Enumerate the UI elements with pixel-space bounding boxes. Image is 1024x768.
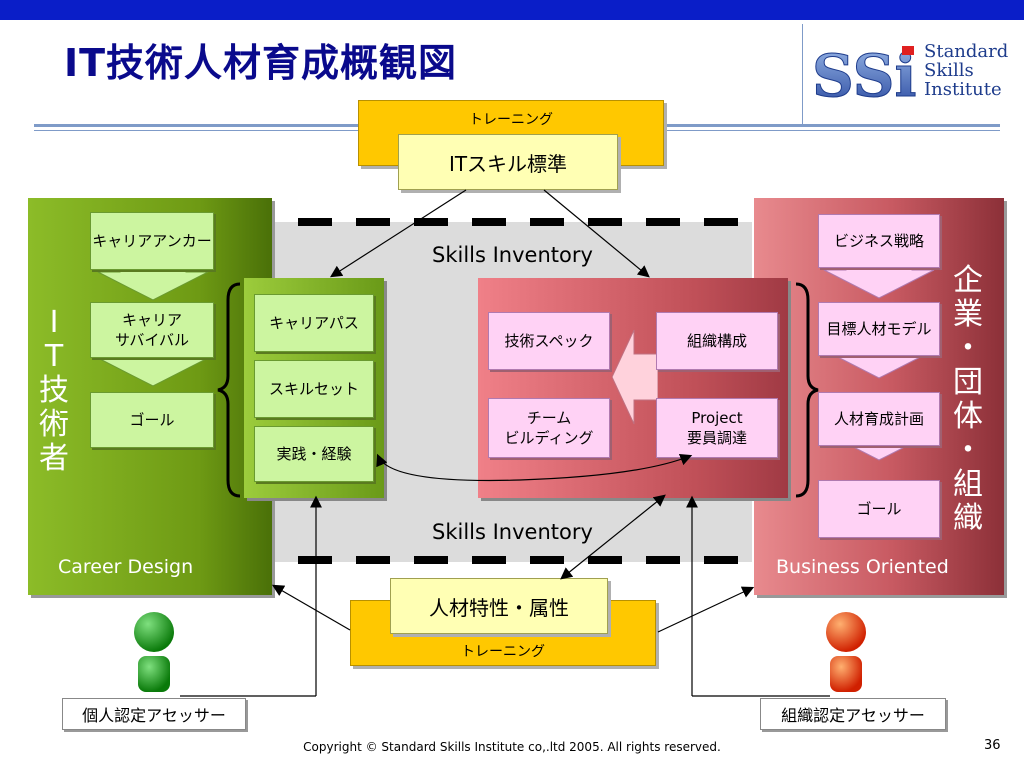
left-goal-box: ゴール <box>90 392 214 448</box>
organization-assessor-label: 組織認定アセッサー <box>760 698 946 730</box>
arrow-practice-project <box>376 453 693 482</box>
arrow-training-career-design <box>271 584 351 631</box>
ssi-logo-icon: SSi <box>812 42 918 103</box>
skill-set-box: スキルセット <box>254 360 374 418</box>
it-engineer-label-char: 術 <box>39 407 69 442</box>
business-oriented-caption: Business Oriented <box>776 556 949 578</box>
it-engineer-label-char: 者 <box>39 441 69 476</box>
arrow-standard-to-career <box>329 189 467 278</box>
right-goal-box: ゴール <box>818 480 940 538</box>
arrow-training-business <box>657 586 755 633</box>
tech-spec-box: 技術スペック <box>488 312 610 370</box>
organization-label-char: 体 <box>953 399 983 434</box>
talent-development-plan-box: 人材育成計画 <box>818 392 940 446</box>
skills-inventory-label-top: Skills Inventory <box>432 243 593 267</box>
person-red-icon <box>826 612 866 692</box>
arrow-attribute-org <box>560 494 666 580</box>
left-block-arrow-icon <box>612 330 658 424</box>
organization-vertical-label: 企業・団体・組織 <box>946 264 990 536</box>
it-engineer-label-char: T <box>44 339 64 374</box>
team-building-box: チーム ビルディング <box>488 398 610 458</box>
career-path-box: キャリアパス <box>254 294 374 352</box>
header-separator <box>802 24 803 126</box>
career-anchor-box: キャリアアンカー <box>90 212 214 270</box>
arrow-standard-to-org <box>543 189 650 278</box>
target-talent-model-box: 目標人材モデル <box>818 302 940 356</box>
practice-experience-box: 実践・経験 <box>254 426 374 482</box>
organization-label-char: ・ <box>953 331 983 366</box>
page-title: IT技術人材育成概観図 <box>64 41 458 85</box>
project-staffing-box: Project 要員調達 <box>656 398 778 458</box>
individual-assessor-label: 個人認定アセッサー <box>62 698 246 730</box>
organization-label-char: 業 <box>953 297 983 332</box>
organization-label-char: 団 <box>953 365 983 400</box>
business-strategy-box: ビジネス戦略 <box>818 214 940 268</box>
it-skill-standard-box: ITスキル標準 <box>398 134 618 190</box>
career-design-caption: Career Design <box>58 556 194 578</box>
person-green-icon <box>134 612 174 692</box>
left-brace-icon <box>217 282 241 498</box>
org-structure-box: 組織構成 <box>656 312 778 370</box>
svg-text:SSi: SSi <box>812 42 917 102</box>
it-engineer-label-char: I <box>49 305 59 340</box>
organization-label-char: 織 <box>953 501 983 536</box>
organization-label-char: ・ <box>953 433 983 468</box>
organization-label-char: 組 <box>953 467 983 502</box>
talent-attributes-box: 人材特性・属性 <box>390 578 608 634</box>
right-brace-icon <box>795 282 819 498</box>
page-number: 36 <box>984 738 1001 753</box>
copyright-footer: Copyright © Standard Skills Institute co… <box>303 740 721 754</box>
top-color-bar <box>0 0 1024 20</box>
it-engineer-label-char: 技 <box>39 373 69 408</box>
organization-label-char: 企 <box>953 263 983 298</box>
career-survival-box: キャリア サバイバル <box>90 302 214 358</box>
